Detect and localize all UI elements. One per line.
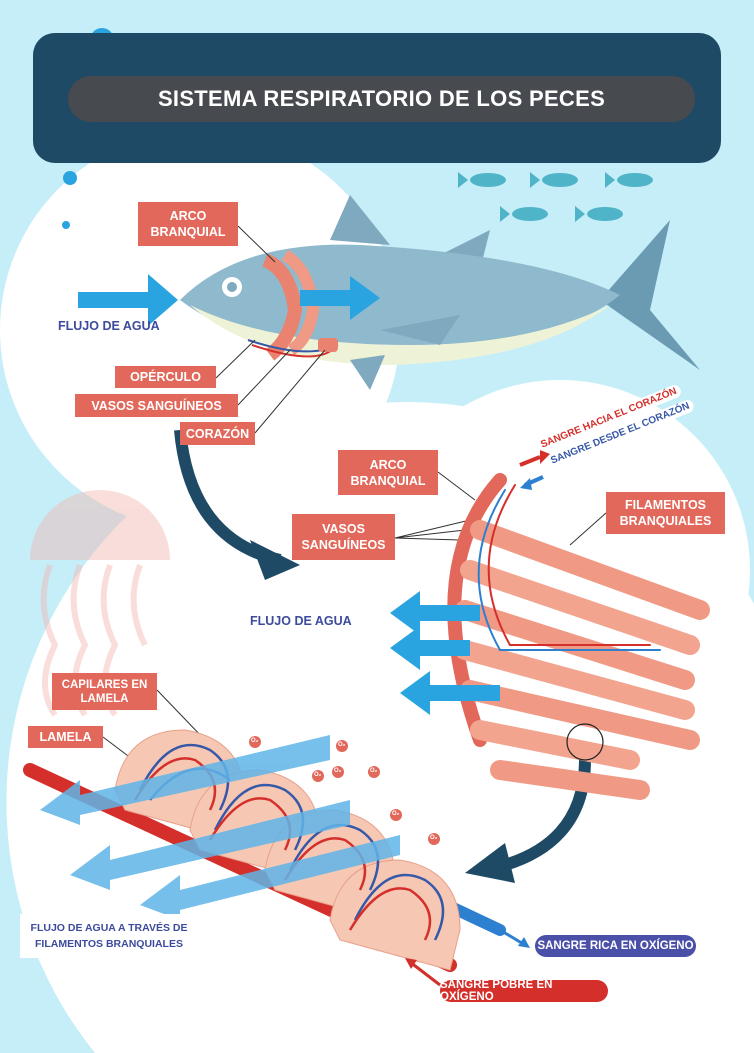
water-flow-arrow-icon — [78, 274, 178, 326]
oxygen-label: O₂ — [251, 738, 259, 744]
page-title: SISTEMA RESPIRATORIO DE LOS PECES — [68, 76, 695, 122]
label-filamentos-branquiales: FILAMENTOS BRANQUIALES — [606, 492, 725, 534]
label-vasos-sanguineos: VASOS SANGUÍNEOS — [75, 394, 238, 417]
label-capilares-en-lamela: CAPILARES EN LAMELA — [52, 673, 157, 710]
label-lamela: LAMELA — [28, 726, 103, 748]
tuna-fish-illustration — [180, 195, 700, 390]
label-flujo-de-agua-detail: FLUJO DE AGUA — [250, 614, 352, 628]
label-sangre-rica: SANGRE RICA EN OXÍGENO — [535, 935, 696, 957]
label-arco-branquial: ARCO BRANQUIAL — [138, 202, 238, 246]
oxygen-label: O₂ — [314, 772, 322, 778]
oxygen-label: O₂ — [334, 768, 342, 774]
jellyfish-illustration — [30, 490, 170, 717]
label-sangre-pobre: SANGRE POBRE EN OXÍGENO — [440, 979, 608, 1003]
label-flujo-a-traves-filamentos: FLUJO DE AGUA A TRAVÉS DE FILAMENTOS BRA… — [20, 914, 198, 958]
oxygen-label: O₂ — [338, 742, 346, 748]
label-arco-branquial-detail: ARCO BRANQUIAL — [338, 450, 438, 495]
dark-arrow-icon — [250, 540, 300, 580]
label-vasos-sanguineos-detail: VASOS SANGUÍNEOS — [292, 514, 395, 560]
label-corazon: CORAZÓN — [180, 422, 255, 445]
label-operculo: OPÉRCULO — [115, 366, 216, 388]
oxygen-label: O₂ — [392, 811, 400, 817]
lamella-illustration — [23, 729, 530, 987]
oxygen-label: O₂ — [370, 768, 378, 774]
oxygen-label: O₂ — [430, 835, 438, 841]
label-flujo-de-agua: FLUJO DE AGUA — [58, 319, 160, 333]
